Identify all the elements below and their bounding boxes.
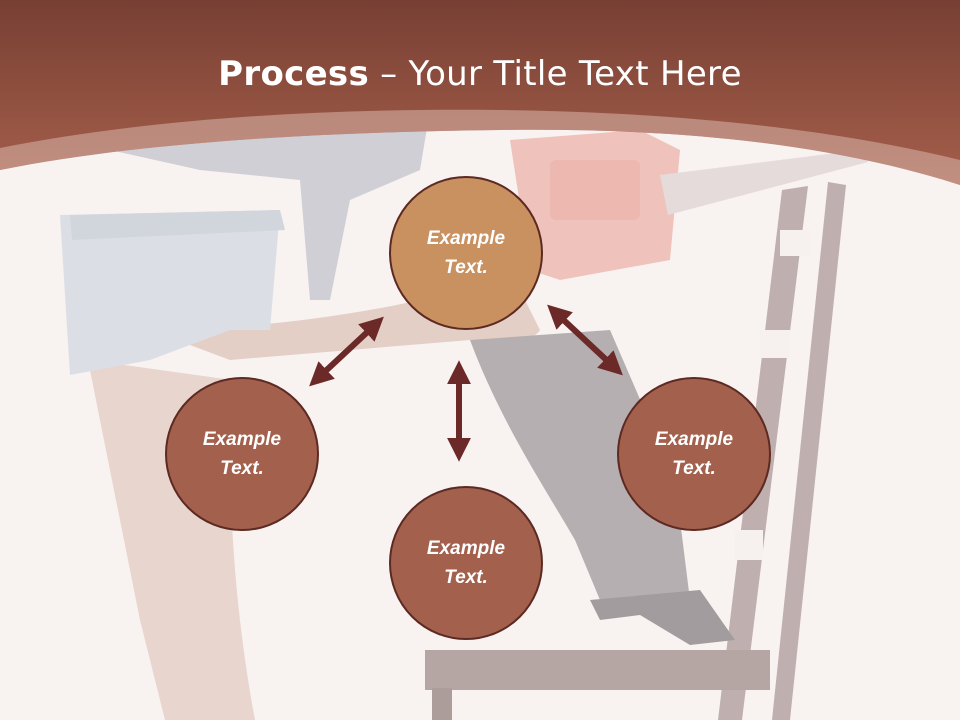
title-rest: – Your Title Text Here [369,54,742,94]
clothes-shape [60,110,430,375]
chainsaw-shape [510,130,868,280]
node-label-line2: Text. [444,567,488,588]
process-node-bottom: Example Text. [389,486,543,640]
node-label-line1: Example [426,538,506,559]
node-label: Example Text. [406,534,526,592]
double-headed-arrow-icon [547,304,623,376]
process-node-right: Example Text. [617,377,771,531]
node-label-line2: Text. [672,458,716,479]
header-highlight [0,109,960,185]
process-node-top: Example Text. [389,176,543,330]
node-label-line1: Example [654,429,734,450]
process-node-left: Example Text. [165,377,319,531]
double-headed-arrow-icon [309,316,384,387]
node-label-line1: Example [426,228,506,249]
page-title: Process – Your Title Text Here [0,50,960,98]
node-label-line2: Text. [220,458,264,479]
node-label: Example Text. [634,425,754,483]
header-band [0,0,960,185]
title-bold: Process [218,54,370,94]
node-label-line1: Example [202,429,282,450]
node-label: Example Text. [406,224,526,282]
node-label-line2: Text. [444,257,488,278]
node-label: Example Text. [182,425,302,483]
